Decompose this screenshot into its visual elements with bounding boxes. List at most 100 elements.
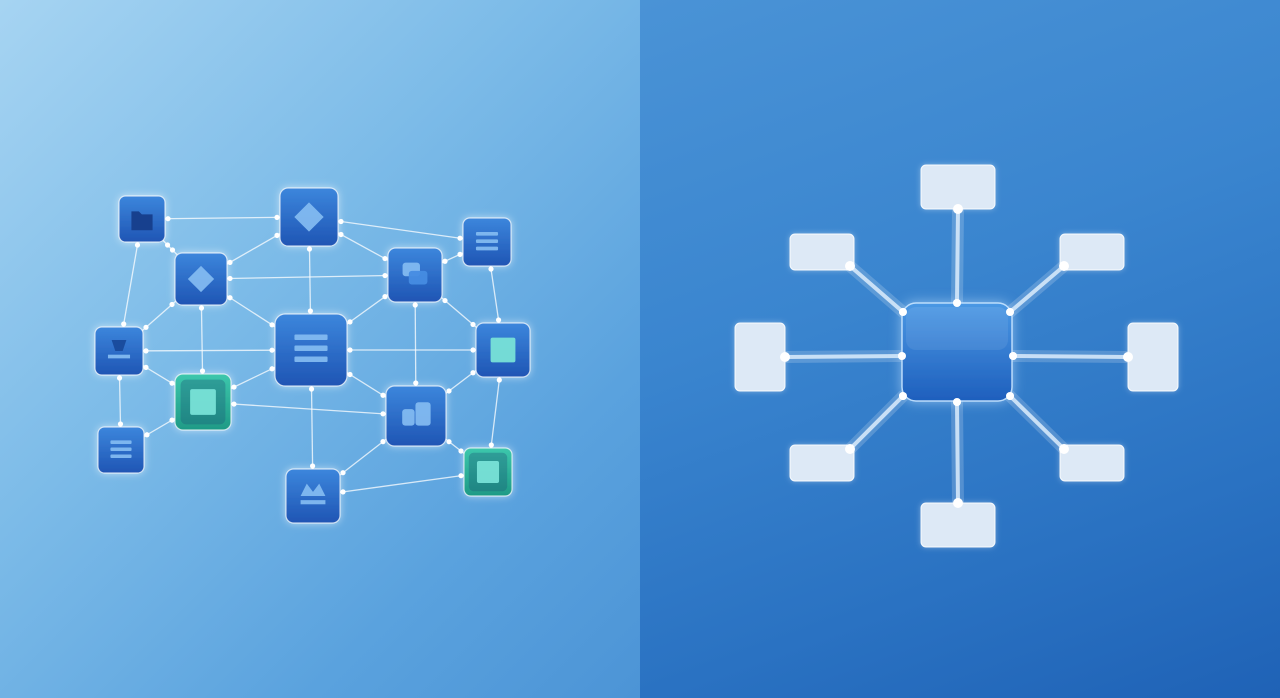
edge-junction-dot — [488, 266, 494, 272]
mesh-node-n5 — [387, 247, 443, 303]
spoke-connector-dot — [1123, 352, 1133, 362]
spoke-connector-dot — [780, 352, 790, 362]
spoke-connector-dot — [1059, 444, 1069, 454]
edge-junction-dot — [164, 242, 171, 248]
spoke-node-left — [734, 322, 786, 392]
edge-junction-dot — [412, 302, 418, 308]
download-icon — [107, 339, 131, 359]
edge-junction-dot — [308, 386, 315, 392]
edge-junction-dot — [309, 463, 316, 469]
edge-junction-dot — [169, 380, 175, 386]
list-icon — [294, 334, 328, 363]
spoke-line-top-right — [1008, 264, 1066, 314]
hub-and-spoke-diagram — [734, 164, 1179, 548]
edge-junction-dot — [382, 255, 388, 262]
spoke-node-bottom-right — [1059, 444, 1125, 482]
spoke-line-top — [955, 207, 960, 305]
spoke-connector-dot — [1059, 261, 1069, 271]
edge-junction-dot — [274, 214, 280, 220]
mesh-node-n2 — [279, 187, 339, 247]
edge-junction-dot — [199, 368, 206, 374]
mesh-node-n4 — [174, 252, 228, 306]
hub-connector-dot — [1006, 308, 1014, 316]
edge-junction-dot — [347, 319, 353, 325]
edge-junction-dot — [458, 473, 464, 479]
edge-junction-dot — [413, 380, 419, 386]
edge-junction-dot — [116, 375, 123, 381]
edge-junction-dot — [488, 442, 494, 448]
edge-junction-dot — [495, 317, 502, 323]
edge-junction-dot — [496, 377, 502, 383]
mesh-node-n7 — [94, 326, 144, 376]
hub-connector-dot — [899, 308, 907, 316]
square-icon — [490, 337, 516, 363]
edge-junction-dot — [231, 384, 237, 390]
mesh-junctions — [116, 214, 502, 495]
edge-junction-dot — [269, 366, 275, 372]
edge-junction-dot — [380, 411, 386, 417]
edge-junction-dot — [446, 388, 452, 394]
spoke-node-right — [1127, 322, 1179, 392]
mesh-node-n6 — [274, 313, 348, 387]
mesh-network-panel — [0, 0, 640, 698]
edge-junction-dot — [231, 401, 237, 407]
edge-junction-dot — [442, 297, 448, 304]
edge-junction-dot — [307, 308, 314, 314]
edge-junction-dot — [227, 259, 233, 265]
cards-icon — [402, 402, 431, 426]
spoke-line-bottom — [955, 400, 960, 505]
edge-junction-dot — [382, 272, 388, 279]
mesh-node-n13 — [285, 468, 341, 524]
edge-junction-dot — [227, 275, 233, 282]
mesh-node-n8 — [475, 322, 531, 378]
edge-junction-dot — [380, 392, 386, 398]
edge-junction-dot — [143, 348, 149, 354]
edge-junction-dot — [470, 321, 476, 328]
spoke-nodes — [734, 164, 1179, 548]
mesh-node-n1 — [118, 195, 166, 243]
edge-junction-dot — [306, 246, 313, 252]
edge-junction-dot — [121, 321, 127, 327]
hub-connector-dot — [899, 392, 907, 400]
hub-connector-dot — [1009, 352, 1017, 360]
edge-junction-dot — [380, 439, 386, 445]
edge-junction-dot — [446, 439, 452, 445]
central-hub — [901, 302, 1013, 402]
edge-junction-dot — [169, 417, 175, 423]
list-icon — [110, 440, 132, 459]
mesh-edge — [200, 274, 416, 280]
spoke-connector-dot — [953, 498, 963, 508]
edge-junction-dot — [457, 251, 463, 257]
spoke-connector-dot — [845, 261, 855, 271]
edge-junction-dot — [169, 301, 175, 308]
mesh-node-n12 — [463, 447, 513, 497]
diamond-icon — [294, 202, 324, 232]
edge-junction-dot — [457, 235, 463, 241]
chat-icon — [402, 262, 428, 285]
spoke-line-right — [1011, 354, 1130, 359]
edge-junction-dot — [340, 470, 346, 476]
hub-and-spoke-panel — [640, 0, 1280, 698]
edge-junction-dot — [117, 421, 124, 427]
square-icon — [190, 389, 216, 415]
edge-junction-dot — [458, 448, 464, 454]
spoke-node-bottom-left — [789, 444, 855, 482]
spoke-lines — [779, 203, 1134, 509]
spoke-line-bottom-right — [1008, 394, 1066, 451]
edge-junction-dot — [169, 247, 176, 253]
edge-junction-dot — [143, 324, 149, 330]
spoke-node-top-left — [789, 233, 855, 271]
diamond-icon — [187, 265, 215, 293]
edge-junction-dot — [274, 232, 280, 238]
spoke-line-top-left — [848, 264, 905, 314]
edge-junction-dot — [269, 347, 275, 353]
spoke-node-top — [920, 164, 996, 210]
spoke-connector-dot — [845, 444, 855, 454]
edge-junction-dot — [470, 370, 476, 376]
upload-icon — [300, 483, 326, 505]
edge-junction-dot — [134, 242, 141, 248]
edge-junction-dot — [165, 216, 171, 222]
edge-junction-dot — [338, 218, 344, 225]
spoke-node-bottom — [920, 502, 996, 548]
